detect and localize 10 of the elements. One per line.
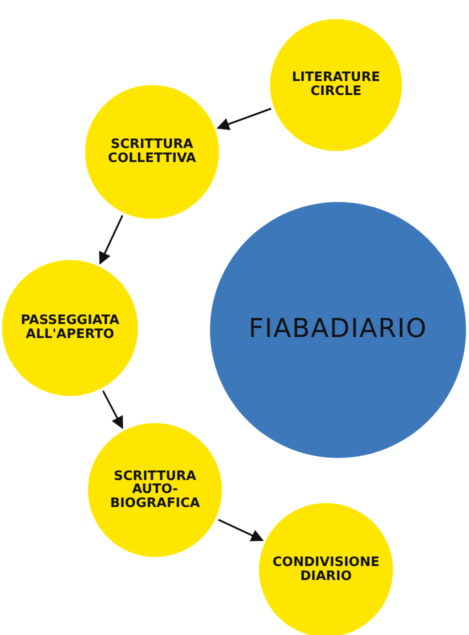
arrow <box>216 108 272 130</box>
step-label: SCRITTURA AUTO- BIOGRAFICA <box>109 470 201 510</box>
main-title: FIABADIARIO <box>248 316 428 344</box>
step-label: CONDIVISIONE DIARIO <box>271 556 380 584</box>
arrow <box>99 215 124 265</box>
arrow <box>218 518 264 542</box>
arrow <box>102 390 124 430</box>
step-label: PASSEGGIATA ALL'APERTO <box>20 314 120 342</box>
step-label: LITERATURE CIRCLE <box>290 71 382 99</box>
step-label: SCRITTURA COLLETTIVA <box>106 138 198 166</box>
